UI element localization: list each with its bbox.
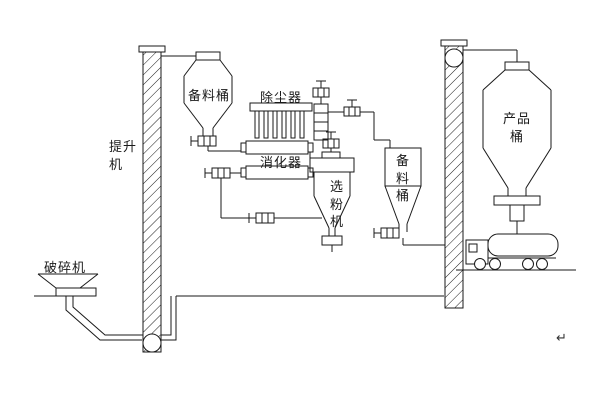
feed-bin-left-shape [183,51,241,152]
feed-bin-right-label: 备料桶 [396,153,410,204]
crusher-shape [37,273,99,297]
product-bin-label: 产品桶 [502,111,531,144]
right-elevator [440,39,518,309]
product-bin-shape [482,61,552,234]
ground-and-pit [34,295,444,341]
separator-shape [309,131,355,252]
return-mark: ↵ [556,330,567,345]
dust-collector-shape [249,80,330,141]
left-elevator [138,45,196,353]
feed-bin-right-shape [373,147,445,246]
crusher-label: 破碎机 [43,260,86,275]
slaker-shape [204,140,322,224]
overhead-pipe [328,99,391,148]
truck-shape [456,233,576,271]
separator-label: 选粉机 [330,179,344,230]
slaker-label: 消化器 [259,155,302,170]
feed-bin-left-label: 备料桶 [187,88,230,103]
elevator-label: 提升机 [109,139,138,172]
dust-collector-label: 除尘器 [259,90,302,105]
